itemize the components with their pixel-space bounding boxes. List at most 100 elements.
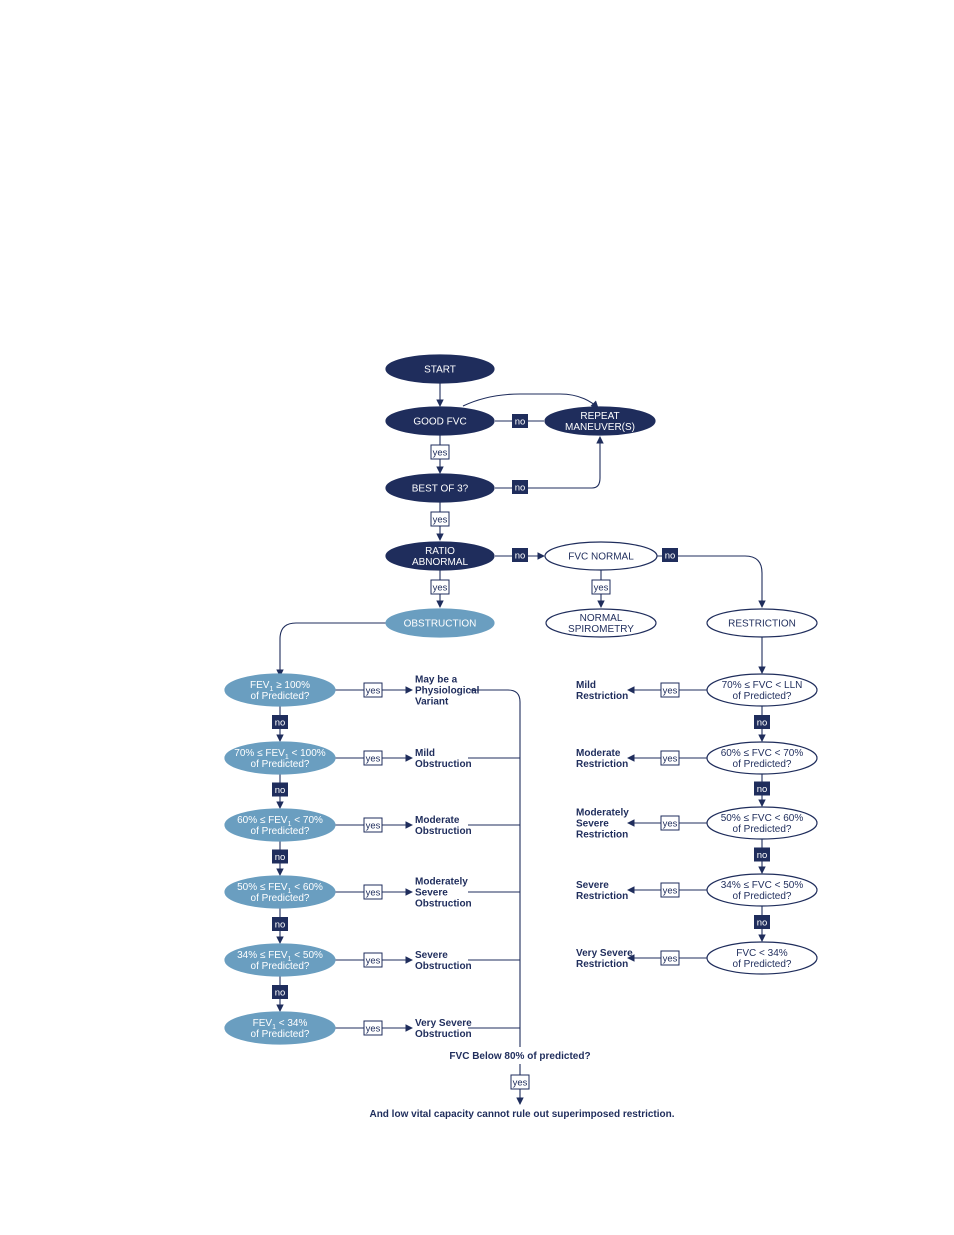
obstruction-step-4 [224,875,336,909]
obstruction-step-3-yes-badge [363,817,383,833]
flowchart-nodes [224,354,818,1045]
normal-spirometry-node-line-2: SPIROMETRY [568,624,634,635]
yes-badge-footer-text: yes [513,1078,528,1089]
obstruction-step-6-yes-badge [363,1020,383,1036]
obstruction-step-4-yes-badge-text: yes [366,888,381,899]
good-fvc-node [385,406,495,436]
obstruction-step-1-outcome-line-3: Variant [415,697,449,708]
yes-badge-ratio [430,579,450,595]
obstruction-step-4-outcome-line-2: Severe [415,888,448,899]
restriction-step-3-line-2: of Predicted? [733,824,792,835]
obstruction-step-1-pre: FEV [250,680,270,691]
restriction-step-2 [706,741,818,775]
yes-badge-ratio-text: yes [433,583,448,594]
no-badge-goodfvc [512,414,528,428]
obstruction-step-2-post: < 100% [289,748,326,759]
restriction-step-2-yes-badge [660,750,680,766]
obstruction-step-6-line-1: FEV1 < 34% [253,1018,308,1031]
no-badge-fvcnormal-text: no [665,551,676,562]
obstruction-step-6-sub: 1 [272,1024,276,1031]
edge-fvcnormal-restriction [657,555,766,608]
obstruction-step-1-sub: 1 [269,686,273,693]
restriction-step-4-outcome-line-2: Restriction [576,891,628,902]
obstruction-step-2-sub: 1 [285,754,289,761]
yes-badge-goodfvc [430,444,450,460]
obstruction-step-6-outcome-line-1: Very Severe [415,1018,472,1029]
obstruction-step-2-no-badge [272,782,288,797]
restriction-step-2-no-badge [754,781,770,796]
obstruction-bus [470,689,521,1030]
edge-obstruction-first [276,622,386,677]
restriction-step-4-outcome-line-1: Severe [576,880,609,891]
obstruction-step-3-outcome-line-2: Obstruction [415,826,472,837]
obstruction-step-2-line-2: of Predicted? [251,759,310,770]
obstruction-step-3-post: < 70% [292,815,324,826]
obstruction-step-3-yes-badge-text: yes [366,821,381,832]
obstruction-step-4-outcome-line-1: Moderately [415,877,468,888]
restriction-node-line-1: RESTRICTION [728,619,796,630]
ratio-abnormal-node-line-2: ABNORMAL [412,557,469,568]
obstruction-step-3-outcome-line-1: Moderate [415,815,460,826]
restriction-step-3-yes-badge-text: yes [663,819,678,830]
obstruction-step-4-post: < 60% [292,882,324,893]
obstruction-step-4-line-1: 50% ≤ FEV1 < 60% [237,882,323,895]
yes-badge-footer [510,1074,530,1090]
obstruction-step-5-yes-badge [363,952,383,968]
obstruction-step-5-line-2: of Predicted? [251,961,310,972]
obstruction-node [385,608,495,638]
restriction-step-5-yes-badge [660,950,680,966]
restriction-step-1-line-2: of Predicted? [733,691,792,702]
no-badge-fvcnormal [662,548,678,562]
restriction-node [706,608,818,638]
obstruction-step-4-sub: 1 [288,888,292,895]
obstruction-step-5-post: < 50% [292,950,324,961]
restriction-step-4-yes-badge-text: yes [663,886,678,897]
obstruction-step-1-no-badge-text: no [275,718,286,729]
ratio-abnormal-node [385,541,495,571]
restriction-step-3-outcome-line-3: Restriction [576,830,628,841]
no-badge-ratio-text: no [515,551,526,562]
restriction-step-1-outcome-line-1: Mild [576,680,596,691]
repeat-maneuver-node-line-2: MANEUVER(S) [565,422,635,433]
obstruction-step-3 [224,808,336,842]
restriction-step-2-no-badge-text: no [757,784,768,795]
obstruction-step-3-no-badge [272,849,288,864]
obstruction-step-1-yes-badge-text: yes [366,686,381,697]
yes-badge-best-text: yes [433,515,448,526]
restriction-step-5-line-2: of Predicted? [733,959,792,970]
good-fvc-node-line-1: GOOD FVC [413,417,466,428]
obstruction-step-2-outcome-line-2: Obstruction [415,759,472,770]
restriction-step-3-no-badge-text: no [757,850,768,861]
obstruction-step-5 [224,943,336,977]
obstruction-step-4-outcome-line-3: Obstruction [415,899,472,910]
obstruction-step-6-line-2: of Predicted? [251,1029,310,1040]
obstruction-step-1-line-1: FEV1 ≥ 100% [250,680,310,693]
yes-badge-fvcnormal [591,579,611,595]
obstruction-step-4-yes-badge [363,884,383,900]
obstruction-step-3-no-badge-text: no [275,852,286,863]
edge-best-repeat [495,436,604,489]
obstruction-step-2 [224,741,336,775]
restriction-step-2-outcome-line-1: Moderate [576,748,621,759]
ratio-abnormal-node-line-1: RATIO [425,546,455,557]
obstruction-step-1-outcome-line-2: Physiological [415,686,480,697]
obstruction-step-1 [224,673,336,707]
obstruction-step-5-line-1: 34% ≤ FEV1 < 50% [237,950,323,963]
obstruction-step-5-sub: 1 [288,956,292,963]
obstruction-step-5-no-badge [272,985,288,999]
obstruction-step-5-yes-badge-text: yes [366,956,381,967]
restriction-step-4-no-badge [754,915,770,929]
obstruction-step-3-pre: 60% ≤ FEV [237,815,288,826]
restriction-step-1-no-badge [754,715,770,729]
obstruction-step-3-line-1: 60% ≤ FEV1 < 70% [237,815,323,828]
obstruction-step-5-outcome-line-2: Obstruction [415,961,472,972]
obstruction-step-4-no-badge [272,917,288,931]
normal-spirometry-node [545,608,657,638]
edge-repeat-goodfvc [462,393,599,409]
repeat-maneuver-node [544,406,656,436]
restriction-step-1-yes-badge-text: yes [663,686,678,697]
obstruction-step-2-outcome-line-1: Mild [415,748,435,759]
obstruction-step-5-outcome-line-1: Severe [415,950,448,961]
